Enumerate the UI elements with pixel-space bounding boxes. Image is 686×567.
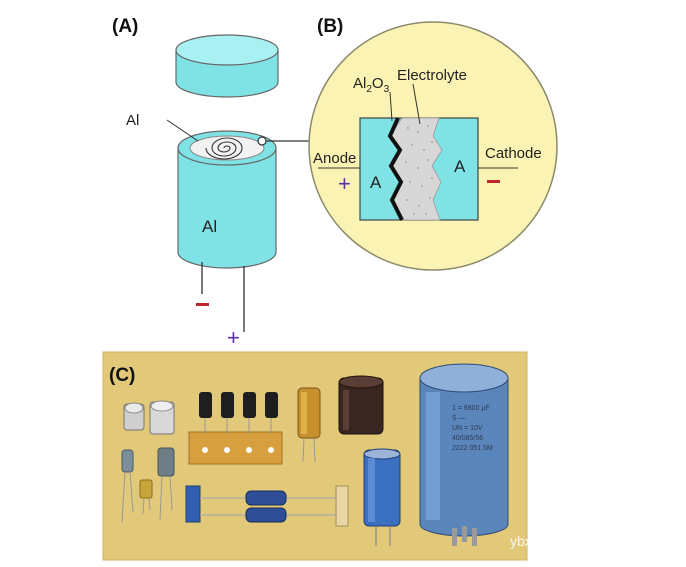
smd-capacitor-1 — [123, 402, 145, 431]
radial-capacitor-small-1 — [121, 449, 134, 523]
al-foil-pointer — [166, 119, 199, 142]
cathode-label: Cathode — [485, 145, 542, 162]
watermark-text-1: ybx8.cn — [510, 533, 558, 549]
axial-capacitors — [185, 485, 349, 527]
capacitor-photo: (C) — [102, 351, 528, 561]
zoom-spot — [257, 136, 267, 146]
can-text-3: UN = 10V — [452, 425, 483, 432]
smd-capacitor-2 — [149, 400, 175, 435]
tantalum-capacitor — [139, 479, 153, 515]
blue-radial-capacitor — [363, 448, 401, 546]
panel-c-label: (C) — [109, 365, 135, 386]
panel-a-label: (A) — [112, 16, 138, 37]
cathode-a-label: A — [454, 157, 466, 176]
electrolyte-label: Electrolyte — [397, 67, 467, 84]
electrolyte-pointer — [412, 83, 421, 125]
capacitor-lid — [175, 34, 279, 98]
taped-capacitor-strip — [188, 392, 283, 465]
large-can-capacitor: 1 = 6800 μF S — UN = 10V 40/085/56 2222 … — [419, 363, 509, 546]
anode-label: Anode — [313, 150, 356, 167]
minus-sign-b — [487, 180, 500, 183]
minus-sign-a — [196, 303, 209, 306]
can-text-5: 2222 051 5M — [452, 445, 493, 452]
anode-a-label: A — [370, 173, 382, 192]
foil-spiral — [205, 137, 243, 160]
can-text-4: 40/085/56 — [452, 435, 483, 442]
oxide-layer — [387, 117, 404, 221]
radial-capacitor-small-2 — [157, 447, 175, 521]
al-foil-label: Al — [126, 112, 139, 129]
gold-capacitor — [297, 387, 321, 463]
panel-b-label: (B) — [317, 16, 343, 37]
can-text-2: S — — [452, 415, 466, 422]
brown-capacitor — [338, 375, 384, 435]
watermark-text-2: 微信公众号：牛掰点儿 — [562, 533, 686, 549]
al-can-label: Al — [202, 217, 217, 236]
al2o3-pointer — [389, 91, 393, 122]
plus-sign-b: + — [338, 171, 351, 196]
plus-sign-a: + — [227, 325, 240, 350]
capacitor-can — [177, 130, 277, 269]
electrolyte-texture — [405, 125, 433, 215]
al2o3-label: Al2O3 — [353, 75, 390, 95]
can-text-1: 1 = 6800 μF — [452, 405, 490, 412]
